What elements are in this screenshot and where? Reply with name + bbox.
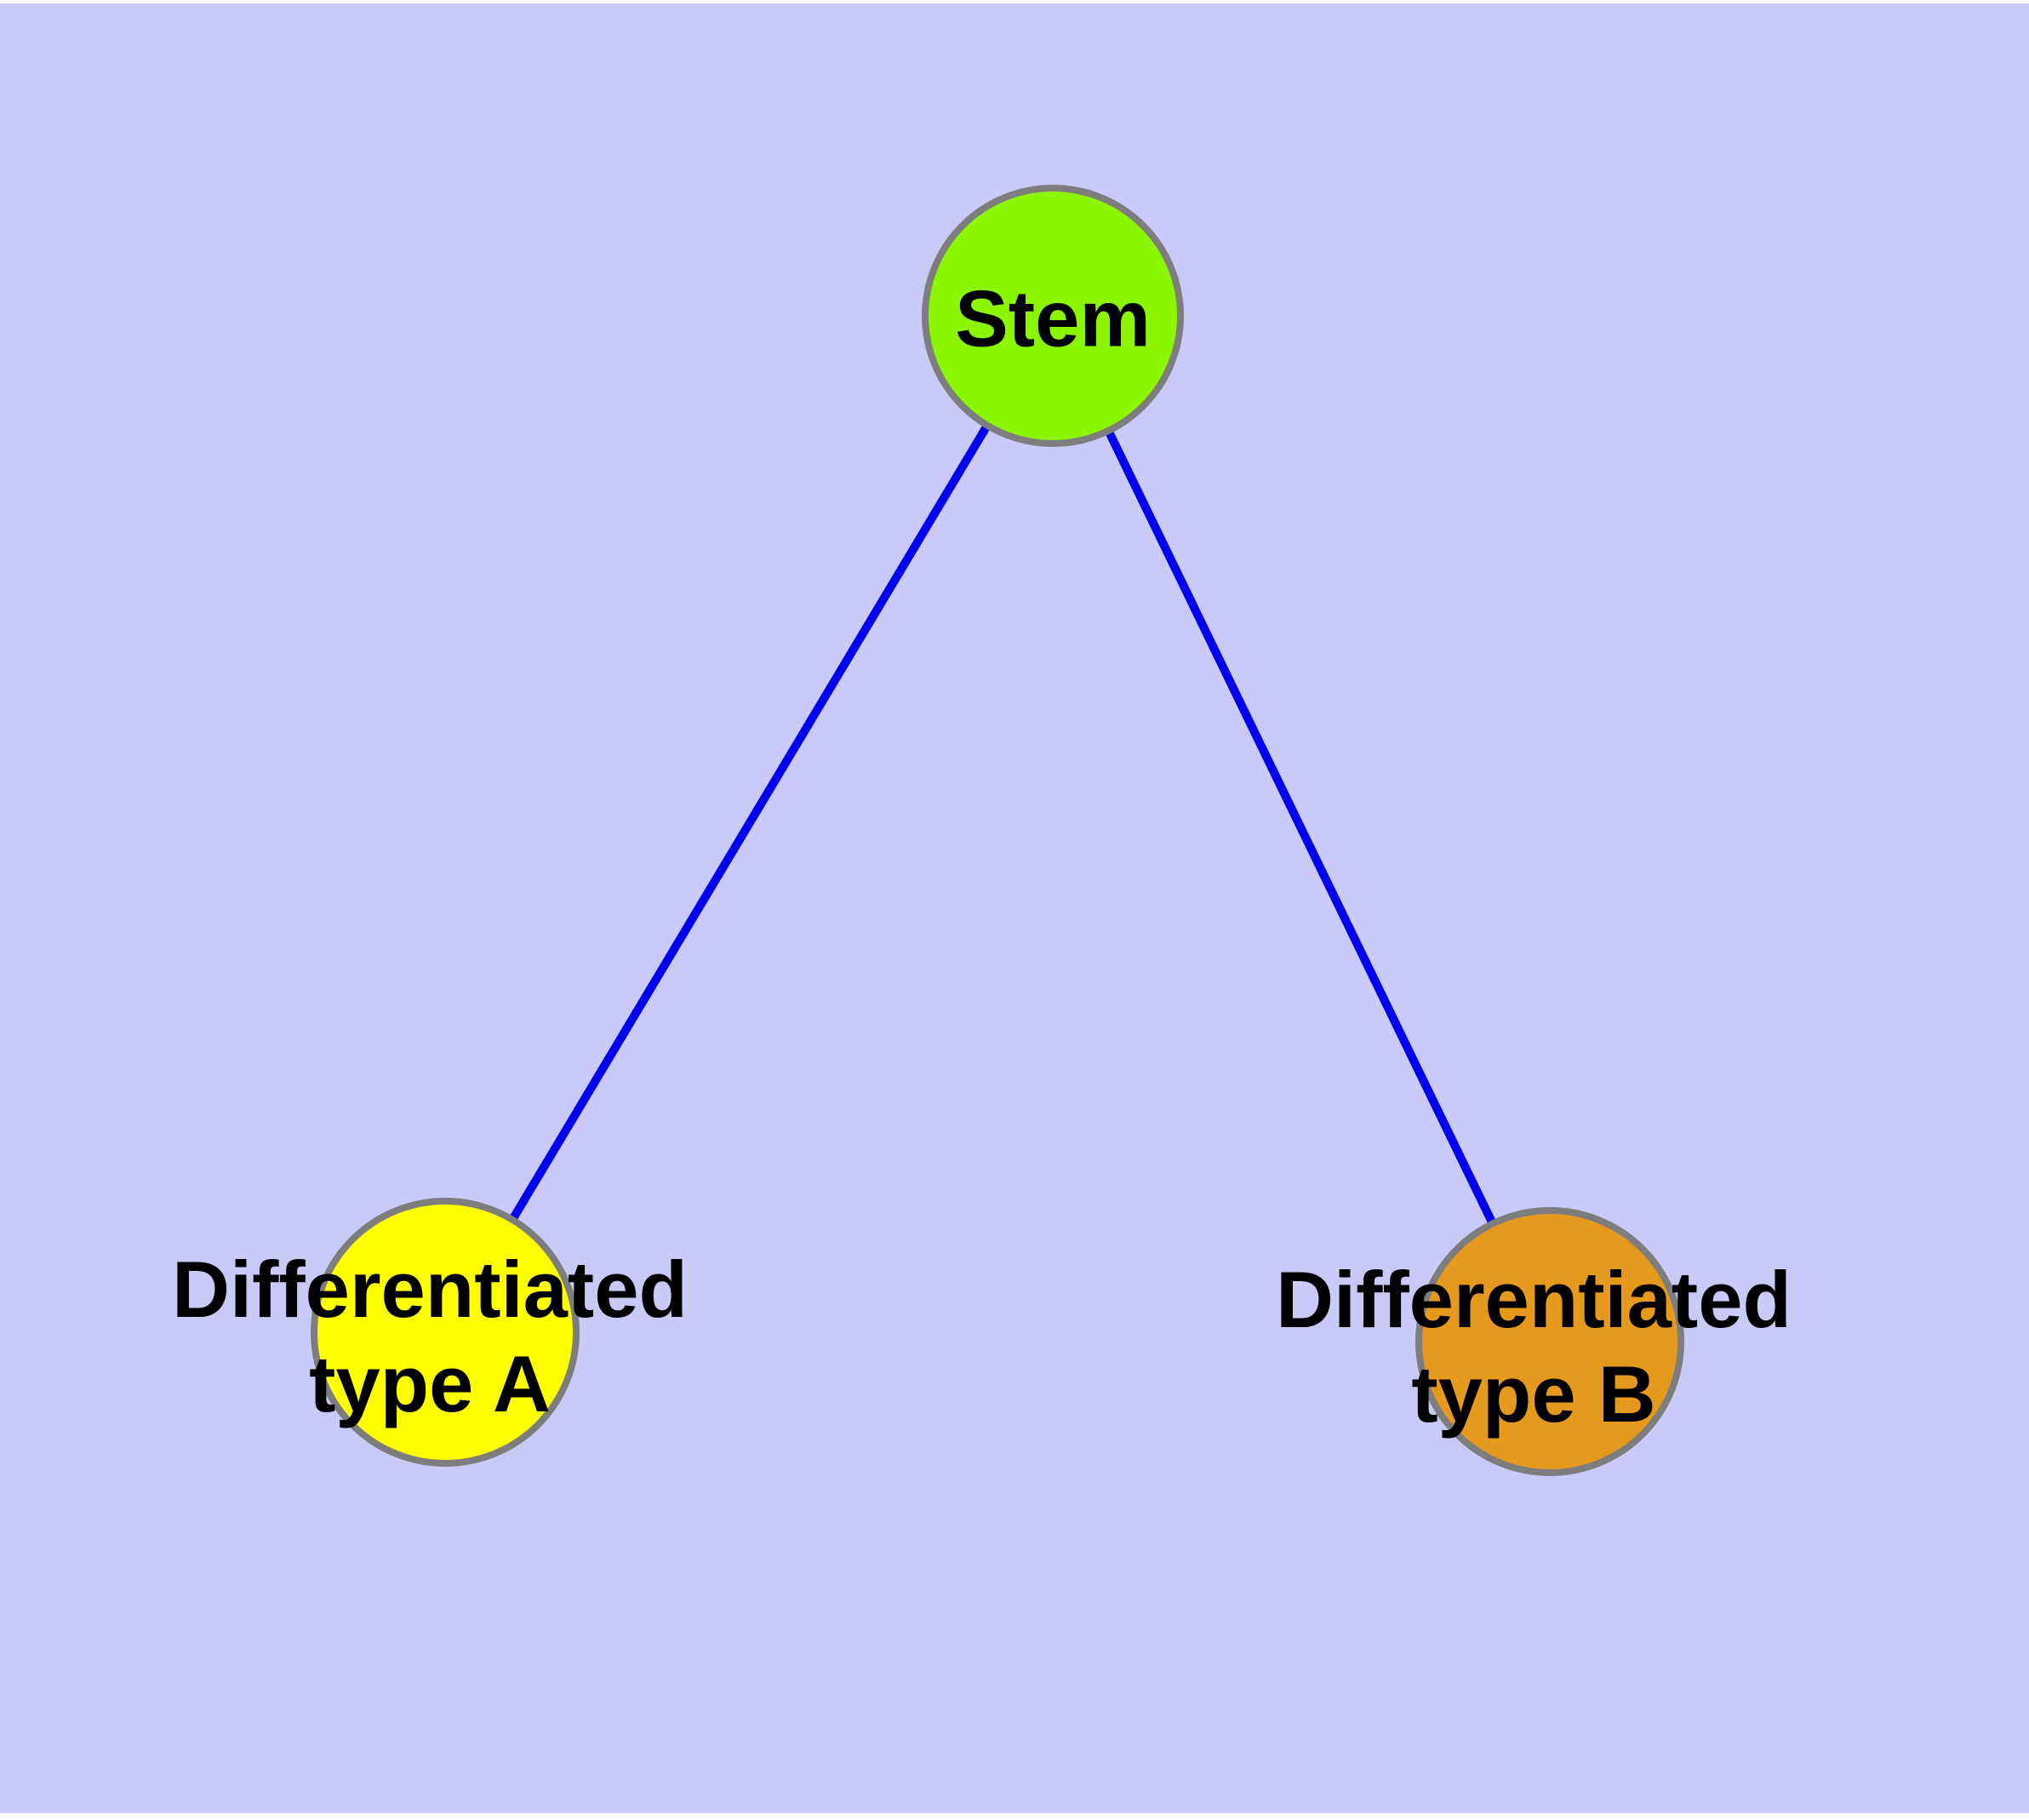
node-label-differentiated-type-b: Differentiated type B — [1276, 1252, 1792, 1441]
node-label-differentiated-type-b-line1: Differentiated — [1276, 1255, 1792, 1344]
node-stem — [922, 185, 1184, 447]
node-label-differentiated-type-b-line2: type B — [1411, 1349, 1656, 1439]
node-label-differentiated-type-a-line2: type A — [309, 1339, 551, 1428]
edge-stem-to-type-a — [441, 313, 1057, 1335]
node-label-differentiated-type-a: Differentiated type A — [172, 1242, 688, 1431]
node-label-stem: Stem — [955, 273, 1151, 363]
node-differentiated-type-b — [1415, 1207, 1684, 1476]
node-differentiated-type-a — [311, 1198, 580, 1467]
node-label-differentiated-type-a-line1: Differentiated — [172, 1245, 688, 1334]
edge-stem-to-type-b — [1049, 313, 1554, 1344]
